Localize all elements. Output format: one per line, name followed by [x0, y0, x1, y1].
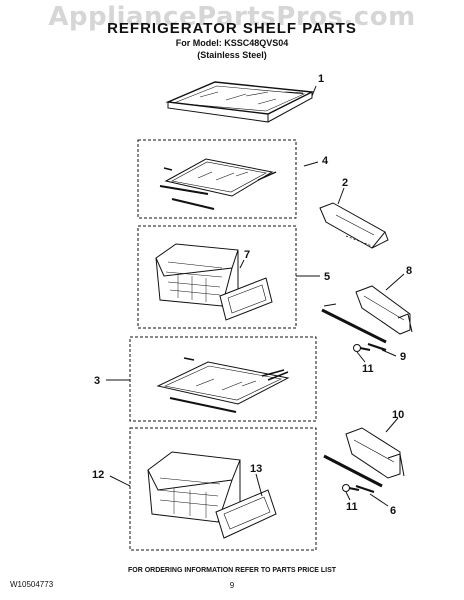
group-box-5	[137, 225, 297, 329]
page-number: 9	[229, 581, 235, 590]
page-title: REFRIGERATOR SHELF PARTS	[107, 20, 357, 37]
part-12-pan-drawer[interactable]	[147, 451, 241, 523]
callout-11-upper: 11	[362, 363, 374, 375]
part-1-glass-shelf[interactable]	[165, 81, 315, 123]
callout-7: 7	[244, 249, 250, 261]
part-8-drawer-slide[interactable]	[321, 285, 413, 344]
callout-2: 2	[342, 177, 348, 189]
part-11-screw-lower[interactable]	[342, 484, 360, 492]
callout-6: 6	[390, 505, 396, 517]
callout-9: 9	[400, 351, 406, 363]
callout-13: 13	[250, 463, 262, 475]
part-9-slide-rail[interactable]	[367, 342, 387, 352]
callout-4: 4	[322, 155, 329, 167]
callout-8: 8	[406, 265, 412, 277]
group-box-12	[129, 427, 317, 551]
group-box-4	[137, 139, 297, 219]
ordering-notice: FOR ORDERING INFORMATION REFER TO PARTS …	[127, 567, 337, 574]
part-4-shelf-glass-set[interactable]	[159, 158, 277, 210]
part-7-crisper-front[interactable]	[219, 277, 273, 321]
callout-5: 5	[324, 271, 330, 283]
part-11-screw-upper[interactable]	[353, 344, 371, 352]
part-5-crisper-drawer[interactable]	[155, 243, 239, 307]
watermark-text: AppliancePartsPros.com	[48, 2, 416, 32]
group-box-3	[129, 336, 317, 422]
callout-1: 1	[318, 73, 324, 85]
part-3-shelf-glass-set[interactable]	[156, 357, 290, 413]
part-2-shelf-support[interactable]	[319, 202, 389, 249]
part-13-pan-front[interactable]	[215, 489, 277, 539]
callout-3: 3	[94, 375, 100, 387]
document-number: W10504773	[10, 580, 54, 589]
part-10-lower-drawer-slide[interactable]	[323, 427, 405, 488]
callout-11-lower: 11	[346, 501, 358, 513]
callout-12: 12	[92, 469, 104, 481]
finish-line: (Stainless Steel)	[197, 50, 267, 60]
model-line: For Model: KSSC48QVS04	[175, 38, 289, 48]
callout-10: 10	[392, 409, 404, 421]
part-6-slide-rail[interactable]	[355, 484, 375, 494]
